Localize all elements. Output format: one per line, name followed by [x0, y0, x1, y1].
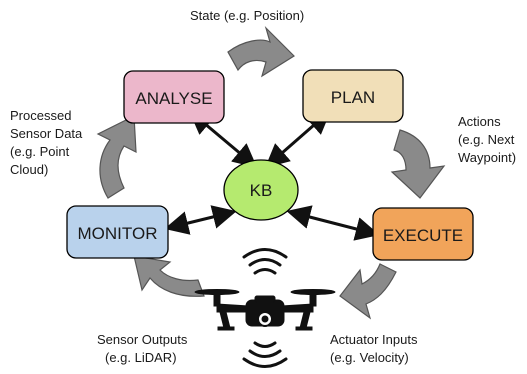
flow-arrow-plan-to-execute: [390, 129, 446, 199]
annotation-sensor-outputs: Sensor Outputs (e.g. LiDAR): [97, 332, 191, 365]
link-kb-execute: [286, 205, 380, 241]
node-execute-label: EXECUTE: [383, 226, 463, 245]
node-kb: KB: [223, 159, 299, 221]
flow-arrow-drone-to-monitor: [133, 255, 205, 297]
link-kb-monitor: [164, 205, 237, 235]
link-kb-plan: [264, 110, 332, 168]
node-monitor-label: MONITOR: [78, 224, 158, 243]
annotation-actions: Actions (e.g. Next Waypoint): [458, 114, 518, 165]
node-plan-label: PLAN: [331, 88, 375, 107]
drone-icon: [194, 289, 336, 331]
signal-waves-icon: [242, 248, 288, 368]
flow-arrow-analyse-to-plan: [227, 25, 295, 78]
annotation-processed-sensor-data: Processed Sensor Data (e.g. Point Cloud): [10, 108, 86, 177]
annotation-state: State (e.g. Position): [190, 8, 304, 23]
node-analyse: ANALYSE: [123, 70, 225, 124]
node-kb-label: KB: [250, 181, 273, 200]
node-execute: EXECUTE: [372, 207, 474, 261]
node-plan: PLAN: [302, 69, 404, 123]
flow-arrow-monitor-to-analyse: [96, 115, 137, 199]
flow-arrow-execute-to-drone: [339, 263, 397, 320]
node-monitor: MONITOR: [66, 205, 169, 259]
annotation-actuator-inputs: Actuator Inputs (e.g. Velocity): [330, 332, 421, 365]
link-kb-analyse: [188, 110, 258, 168]
node-analyse-label: ANALYSE: [135, 89, 212, 108]
